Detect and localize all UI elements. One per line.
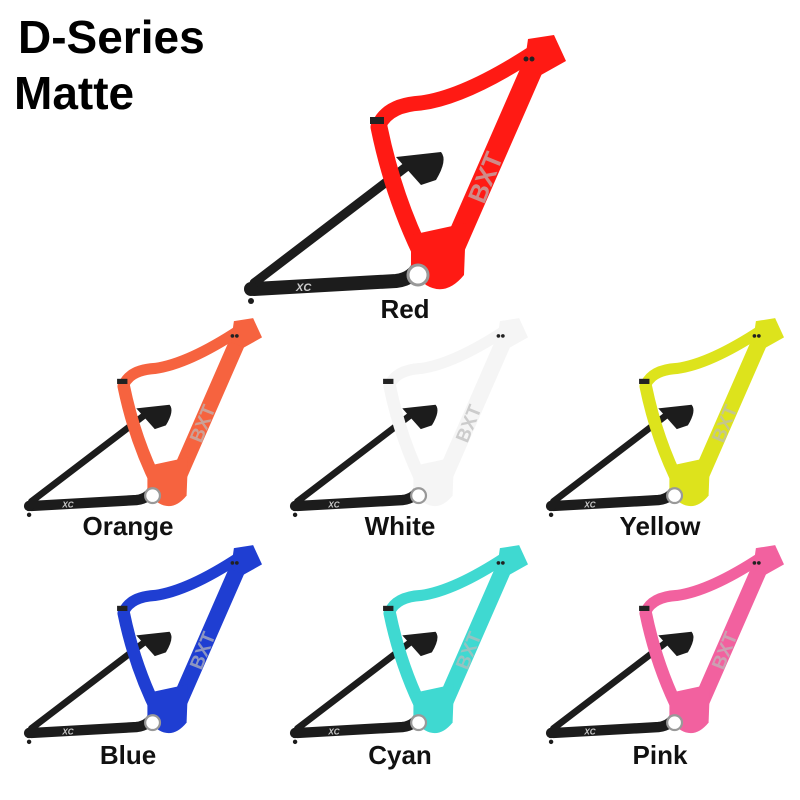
- label-yellow: Yellow: [619, 511, 701, 541]
- frame-pink: [546, 545, 784, 744]
- label-red: Red: [380, 294, 430, 324]
- frame-red: [244, 35, 566, 304]
- frame-yellow: [546, 318, 784, 517]
- frame-orange: [24, 318, 262, 517]
- frame-white: [290, 318, 528, 517]
- title-line-1: D-Series: [18, 11, 205, 63]
- label-blue: Blue: [99, 740, 157, 770]
- frame-cyan: [290, 545, 528, 744]
- label-orange: Orange: [82, 511, 174, 541]
- label-pink: Pink: [632, 740, 688, 770]
- title-line-2: Matte: [14, 67, 135, 119]
- label-white: White: [364, 511, 436, 541]
- label-cyan: Cyan: [368, 740, 432, 770]
- frame-blue: [24, 545, 262, 744]
